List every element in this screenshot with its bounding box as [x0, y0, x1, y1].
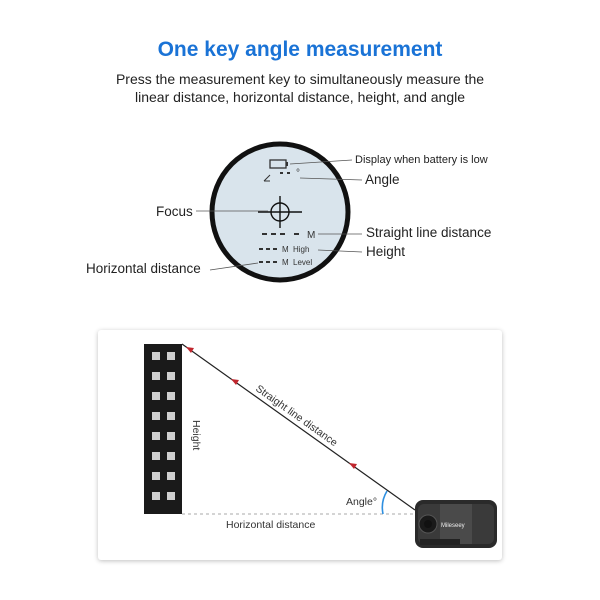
straight-line	[181, 343, 416, 511]
height-unit-m: M	[282, 245, 289, 254]
level-unit-m: M	[282, 258, 289, 267]
high-label: High	[293, 245, 309, 254]
device-brand-label: Mileseey	[441, 523, 465, 529]
building-window	[152, 352, 160, 360]
building-window	[152, 452, 160, 460]
battery-callout: Display when battery is low	[355, 154, 488, 166]
angle-glyph-icon	[263, 174, 271, 182]
building	[144, 344, 182, 514]
building-window	[167, 352, 175, 360]
horizontal-distance-callout: Horizontal distance	[86, 261, 201, 276]
page-title: One key angle measurement	[157, 38, 443, 61]
building-window	[152, 472, 160, 480]
straight-distance-callout: Straight line distance	[366, 225, 492, 240]
battery-icon	[269, 159, 288, 169]
angle-readout-dashes	[280, 172, 290, 174]
subtitle-line-2: linear distance, horizontal distance, he…	[135, 89, 465, 105]
page-subtitle: Press the measurement key to simultaneou…	[60, 70, 540, 106]
angle-arc	[381, 490, 388, 515]
building-window	[152, 492, 160, 500]
building-window	[167, 412, 175, 420]
building-window	[152, 372, 160, 380]
angle-label: Angle°	[346, 496, 377, 508]
building-window	[167, 492, 175, 500]
building-windows	[152, 352, 175, 500]
focus-callout: Focus	[156, 204, 193, 219]
building-window	[167, 432, 175, 440]
angle-callout: Angle	[365, 172, 400, 187]
rangefinder-device-icon	[415, 500, 497, 548]
height-axis-label: Height	[190, 420, 202, 450]
straight-line-label: Straight line distance	[253, 383, 339, 449]
straight-unit-m: M	[307, 230, 315, 241]
height-readout-dashes	[259, 248, 277, 250]
building-window	[167, 392, 175, 400]
building-window	[167, 472, 175, 480]
building-window	[152, 412, 160, 420]
callout-leaders	[196, 159, 363, 271]
building-window	[152, 432, 160, 440]
height-callout: Height	[366, 244, 406, 259]
building-window	[167, 372, 175, 380]
subtitle-line-1: Press the measurement key to simultaneou…	[115, 71, 485, 87]
horizontal-distance-label: Horizontal distance	[226, 519, 315, 531]
level-readout-dashes	[259, 261, 277, 263]
angle-degree-mark: °	[296, 168, 300, 179]
level-label: Level	[293, 258, 312, 267]
building-window	[167, 452, 175, 460]
building-window	[152, 392, 160, 400]
straight-line-red-arrows	[186, 347, 357, 469]
straight-readout-dashes	[262, 233, 299, 235]
focus-crosshair-icon	[258, 196, 302, 228]
